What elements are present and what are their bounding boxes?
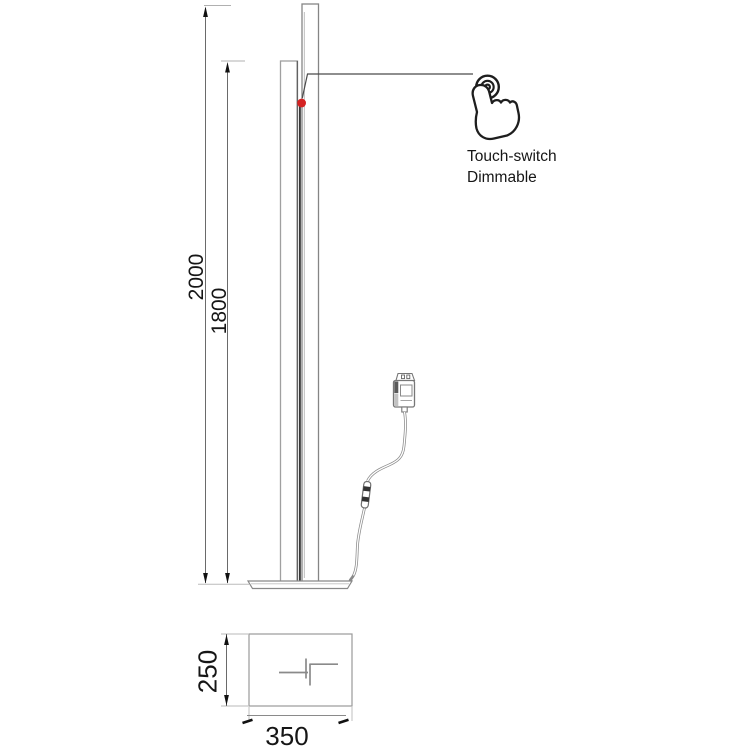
power-cord bbox=[348, 411, 407, 583]
power-adapter bbox=[392, 372, 416, 413]
adapter-side-band-dark bbox=[394, 381, 399, 393]
connector-body bbox=[360, 480, 372, 509]
plug-prong-right bbox=[406, 374, 411, 380]
arrow-down-250 bbox=[224, 695, 229, 706]
plug-prong-left bbox=[401, 374, 405, 380]
touch-switch-label: Touch-switch Dimmable bbox=[467, 146, 557, 188]
arrow-up-2000 bbox=[203, 6, 208, 17]
arrow-up-1800 bbox=[225, 62, 230, 73]
lamp-front-view bbox=[279, 3, 320, 583]
dim-label-overall-height: 2000 bbox=[185, 253, 208, 301]
inline-connector bbox=[360, 480, 372, 509]
touch-gesture-icon bbox=[471, 74, 521, 141]
adapter-plug-face bbox=[395, 372, 416, 382]
touch-switch-label-line2: Dimmable bbox=[467, 169, 537, 186]
connector-band-top bbox=[363, 486, 371, 492]
height-dimension-1800 bbox=[198, 60, 249, 585]
tick-left-350 bbox=[242, 718, 253, 725]
arrow-down-1800 bbox=[225, 573, 230, 584]
dim-label-inner-pole-height: 1800 bbox=[208, 287, 231, 335]
connector-band-bottom bbox=[361, 496, 370, 502]
hand-icon bbox=[471, 83, 521, 141]
plan-base-outline bbox=[248, 633, 353, 707]
depth-dimension-250 bbox=[221, 633, 248, 707]
adapter-side-band-light bbox=[394, 393, 399, 406]
dim-label-base-depth: 250 bbox=[192, 649, 223, 694]
cord-upper-inner bbox=[366, 411, 407, 482]
width-dimension-350 bbox=[242, 707, 353, 725]
touch-switch-leader bbox=[301, 73, 473, 99]
adapter-cord-collar bbox=[401, 406, 408, 413]
cord-upper-outer bbox=[366, 411, 407, 482]
base-plan-view bbox=[248, 633, 353, 707]
arrow-up-250 bbox=[224, 634, 229, 645]
tick-right-350 bbox=[338, 718, 349, 725]
base-front-view bbox=[246, 580, 354, 590]
leader-line bbox=[297, 73, 473, 108]
plan-pole-cross-section bbox=[279, 658, 338, 686]
cord-lower-inner bbox=[352, 507, 366, 576]
height-dimension-2000 bbox=[203, 5, 231, 584]
lamp-back-pole bbox=[279, 60, 299, 583]
touch-switch-label-line1: Touch-switch bbox=[467, 148, 557, 165]
adapter-label bbox=[400, 384, 413, 397]
touch-point-indicator bbox=[297, 98, 306, 108]
arrow-down-2000 bbox=[203, 573, 208, 584]
base-plate bbox=[246, 580, 354, 590]
dim-label-base-width: 350 bbox=[265, 721, 309, 750]
